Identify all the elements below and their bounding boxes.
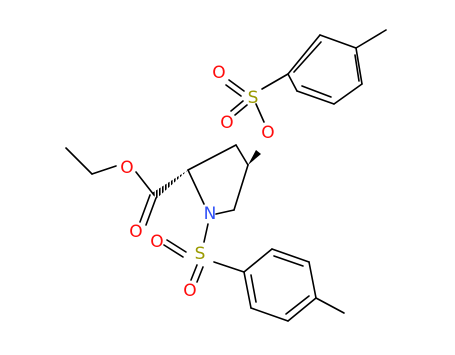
bond-ar1-6: [287, 73, 298, 92]
bond-c4-c5: [233, 164, 249, 211]
bond-s-o-top-down-b: [230, 100, 244, 112]
atom-o-top-s-down: O: [220, 113, 233, 133]
bond-ar2-methyl: [315, 297, 345, 314]
bond-s-o-top-down-a: [234, 104, 248, 116]
bond-ar2-5: [250, 307, 289, 322]
atom-s-top: S: [248, 88, 259, 108]
bond-n-c2: [187, 169, 205, 205]
bond-co-double-a: [139, 194, 151, 223]
bond-ar1-2: [319, 34, 357, 49]
bond-s-o-top-left-b: [225, 84, 242, 97]
bond-o-carbonyl-c: [135, 171, 155, 196]
bond-ar1-3: [355, 47, 363, 85]
bond-ar1-5: [296, 90, 335, 105]
atom-s-bottom: S: [195, 244, 206, 264]
bond-ar2-4: [287, 297, 317, 322]
bond-ar1-inner-1: [293, 41, 322, 73]
bond-s-o-bottom-left-a: [166, 239, 187, 253]
bond-ar1-inner-3: [301, 85, 332, 98]
bond-ar2-6: [243, 271, 252, 309]
bond-ar1-methyl: [355, 29, 387, 49]
atom-n-ring: N: [204, 204, 217, 224]
atom-o-ester-carbonyl: O: [129, 222, 142, 242]
bond-co-double-b: [145, 197, 157, 226]
bond-ar2-inner-1: [273, 255, 304, 267]
bond-s-aryl-bottom: [213, 261, 245, 273]
bond-s-aryl-top: [261, 73, 289, 90]
bond-s-o-bottom-down-a: [190, 264, 198, 281]
bond-s-o-bottom-left-b: [163, 244, 184, 258]
atom-o-top-s-left: O: [212, 63, 225, 83]
bond-ar1-4: [333, 83, 363, 105]
bond-ar2-1: [243, 248, 273, 273]
bond-c3-c4: [235, 144, 249, 166]
atom-o-ester-ether: O: [120, 158, 133, 178]
bond-s-o-bottom-down-b: [196, 266, 204, 283]
bond-s-o-top-left-a: [228, 79, 245, 92]
bond-ar2-inner-3: [250, 274, 257, 303]
bold-wedge-c4-o: [248, 150, 261, 165]
bond-lines: [65, 29, 387, 322]
atom-labels: O O N O S O O S O O: [120, 63, 274, 301]
bond-ar2-2: [271, 248, 310, 263]
bond-c2-c3: [187, 144, 237, 171]
bond-ar1-inner-2: [354, 54, 360, 82]
bond-ch2-o: [91, 165, 117, 175]
bond-ar2-3: [308, 261, 317, 299]
atom-o-sulfonate-link: O: [261, 123, 274, 143]
bond-n-s: [203, 223, 209, 243]
atom-o-bottom-s-left: O: [150, 232, 163, 252]
bond-ar1-1: [287, 34, 321, 75]
bond-c5-n: [215, 209, 235, 215]
bond-ethyl-ch3-ch2: [65, 147, 93, 175]
atom-o-bottom-s-down: O: [183, 281, 196, 301]
hashed-wedge-c2-carbonyl: [152, 170, 188, 199]
bond-ar2-inner-2: [285, 295, 310, 315]
bond-o-s-top: [255, 103, 265, 123]
